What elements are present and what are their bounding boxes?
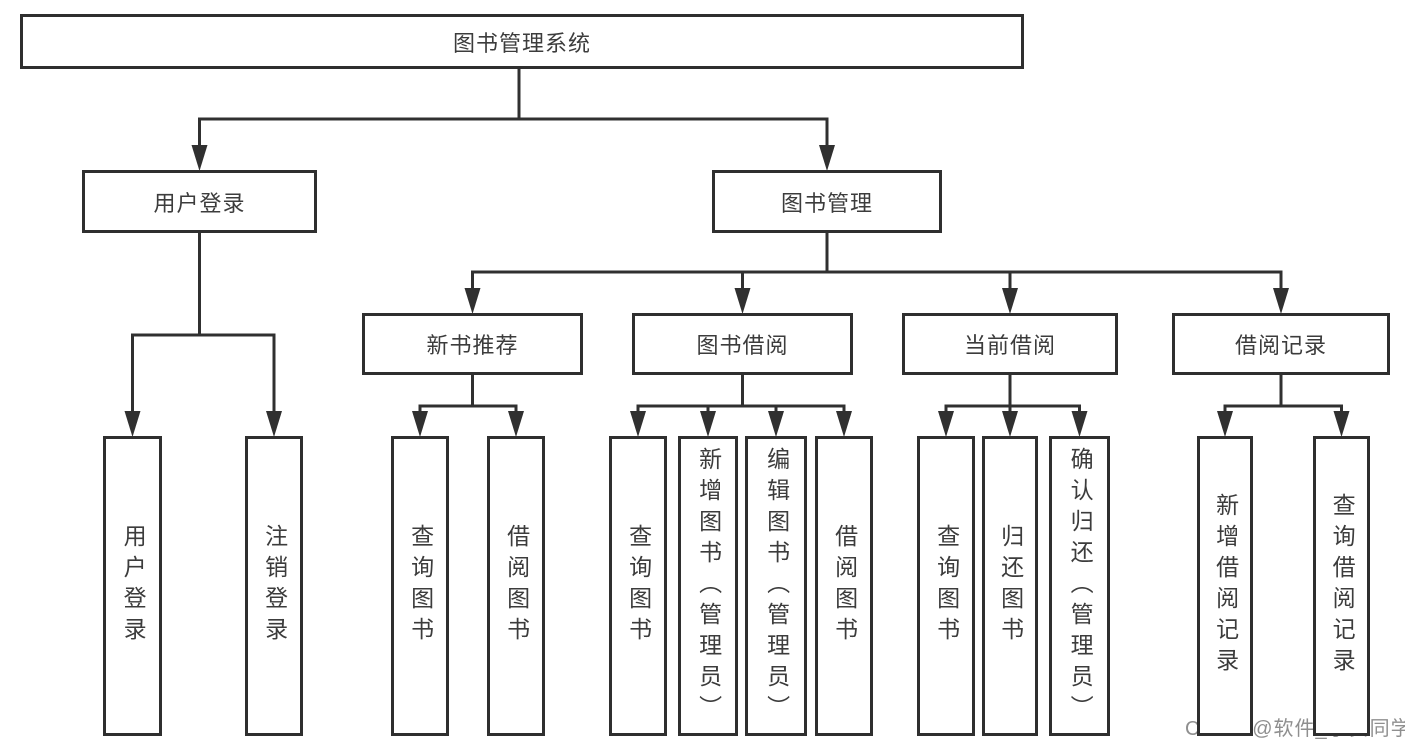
- arrowhead-icon: [1071, 411, 1088, 437]
- diagram-node-bb-query-books: 查询图书: [609, 436, 667, 736]
- diagram-node-label: 借阅图书: [503, 524, 530, 648]
- diagram-node-cb-query-books: 查询图书: [917, 436, 975, 736]
- diagram-node-label: 新书推荐: [426, 333, 519, 358]
- diagram-node-root: 图书管理系统: [20, 14, 1024, 69]
- diagram-node-book-borrow: 图书借阅: [632, 313, 853, 375]
- diagram-node-label: 确认归还（管理员）: [1067, 446, 1094, 726]
- arrowhead-icon: [266, 411, 282, 437]
- arrowhead-icon: [1002, 411, 1018, 437]
- diagram-node-label: 新增图书（管理员）: [695, 446, 722, 726]
- arrowhead-icon: [1217, 411, 1233, 437]
- diagram-node-rec-borrow-books: 借阅图书: [487, 436, 545, 736]
- diagram-node-bb-edit-books: 编辑图书（管理员）: [745, 436, 807, 736]
- diagram-node-label: 新增借阅记录: [1212, 493, 1239, 679]
- diagram-node-label: 注销登录: [261, 524, 288, 648]
- arrowhead-icon: [768, 411, 784, 437]
- arrowhead-icon: [412, 411, 428, 437]
- diagram-node-label: 查询图书: [625, 524, 652, 648]
- diagram-node-label: 查询图书: [933, 524, 960, 648]
- diagram-node-cb-return-books: 归还图书: [982, 436, 1038, 736]
- diagram-node-br-add-record: 新增借阅记录: [1197, 436, 1253, 736]
- diagram-node-logout-leaf: 注销登录: [245, 436, 303, 736]
- diagram-node-label: 用户登录: [153, 190, 246, 216]
- diagram-node-label: 编辑图书（管理员）: [763, 446, 790, 726]
- arrowhead-icon: [700, 411, 716, 437]
- diagram-node-label: 当前借阅: [963, 333, 1056, 358]
- diagram-node-cb-confirm-return: 确认归还（管理员）: [1049, 436, 1110, 736]
- diagram-node-borrow-records: 借阅记录: [1172, 313, 1390, 375]
- diagram-node-book-mgmt: 图书管理: [712, 170, 942, 233]
- diagram-node-label: 查询图书: [407, 524, 434, 648]
- diagram-node-br-query-record: 查询借阅记录: [1313, 436, 1370, 736]
- arrowhead-icon: [1002, 288, 1018, 314]
- arrowhead-icon: [1273, 288, 1289, 314]
- arrowhead-icon: [1333, 411, 1350, 437]
- diagram-node-label: 图书借阅: [696, 333, 789, 358]
- arrowhead-icon: [938, 411, 954, 437]
- arrowhead-icon: [191, 145, 208, 171]
- arrowhead-icon: [508, 411, 524, 437]
- diagram-node-current-borrow: 当前借阅: [902, 313, 1118, 375]
- diagram-node-label: 用户登录: [120, 524, 147, 648]
- diagram-node-label: 借阅记录: [1234, 333, 1327, 358]
- diagram-node-bb-add-books: 新增图书（管理员）: [678, 436, 738, 736]
- arrowhead-icon: [819, 145, 835, 171]
- diagram-node-label: 归还图书: [997, 524, 1024, 648]
- diagram-node-bb-borrow-books: 借阅图书: [815, 436, 873, 736]
- diagram-node-user-login-group: 用户登录: [82, 170, 317, 233]
- arrowhead-icon: [734, 288, 751, 314]
- diagram-node-rec-query-books: 查询图书: [391, 436, 449, 736]
- arrowhead-icon: [836, 411, 852, 437]
- diagram-node-label: 图书管理: [780, 190, 873, 216]
- arrowhead-icon: [630, 411, 646, 437]
- diagram-node-label: 查询借阅记录: [1329, 493, 1356, 679]
- diagram-node-new-book-rec: 新书推荐: [362, 313, 583, 375]
- arrowhead-icon: [124, 411, 141, 437]
- diagram-node-label: 图书管理系统: [452, 30, 591, 56]
- arrowhead-icon: [464, 288, 481, 314]
- diagram-node-label: 借阅图书: [831, 524, 858, 648]
- diagram-node-user-login-leaf: 用户登录: [103, 436, 162, 736]
